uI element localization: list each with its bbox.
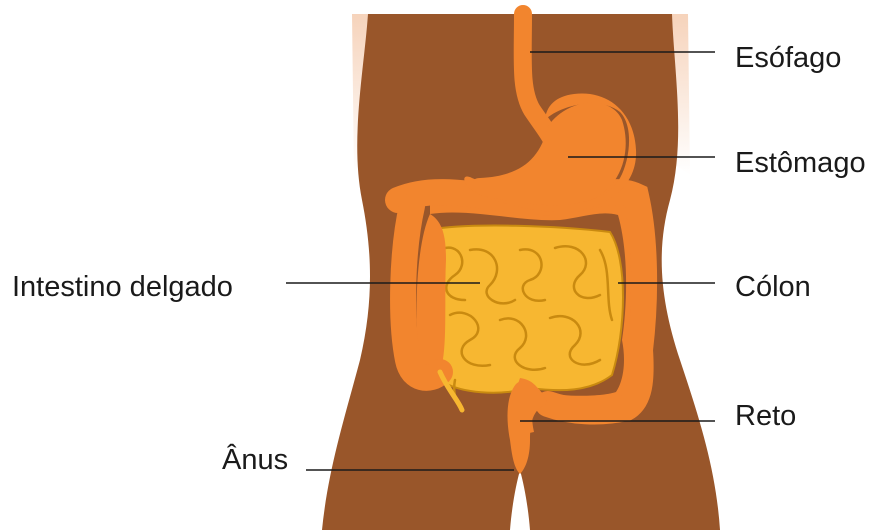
label-colon: Cólon xyxy=(735,273,811,302)
label-rectum: Reto xyxy=(735,402,796,431)
label-anus: Ânus xyxy=(222,446,288,475)
label-stomach: Estômago xyxy=(735,149,866,178)
label-small-intestine: Intestino delgado xyxy=(12,273,233,302)
label-esophagus: Esófago xyxy=(735,44,841,73)
